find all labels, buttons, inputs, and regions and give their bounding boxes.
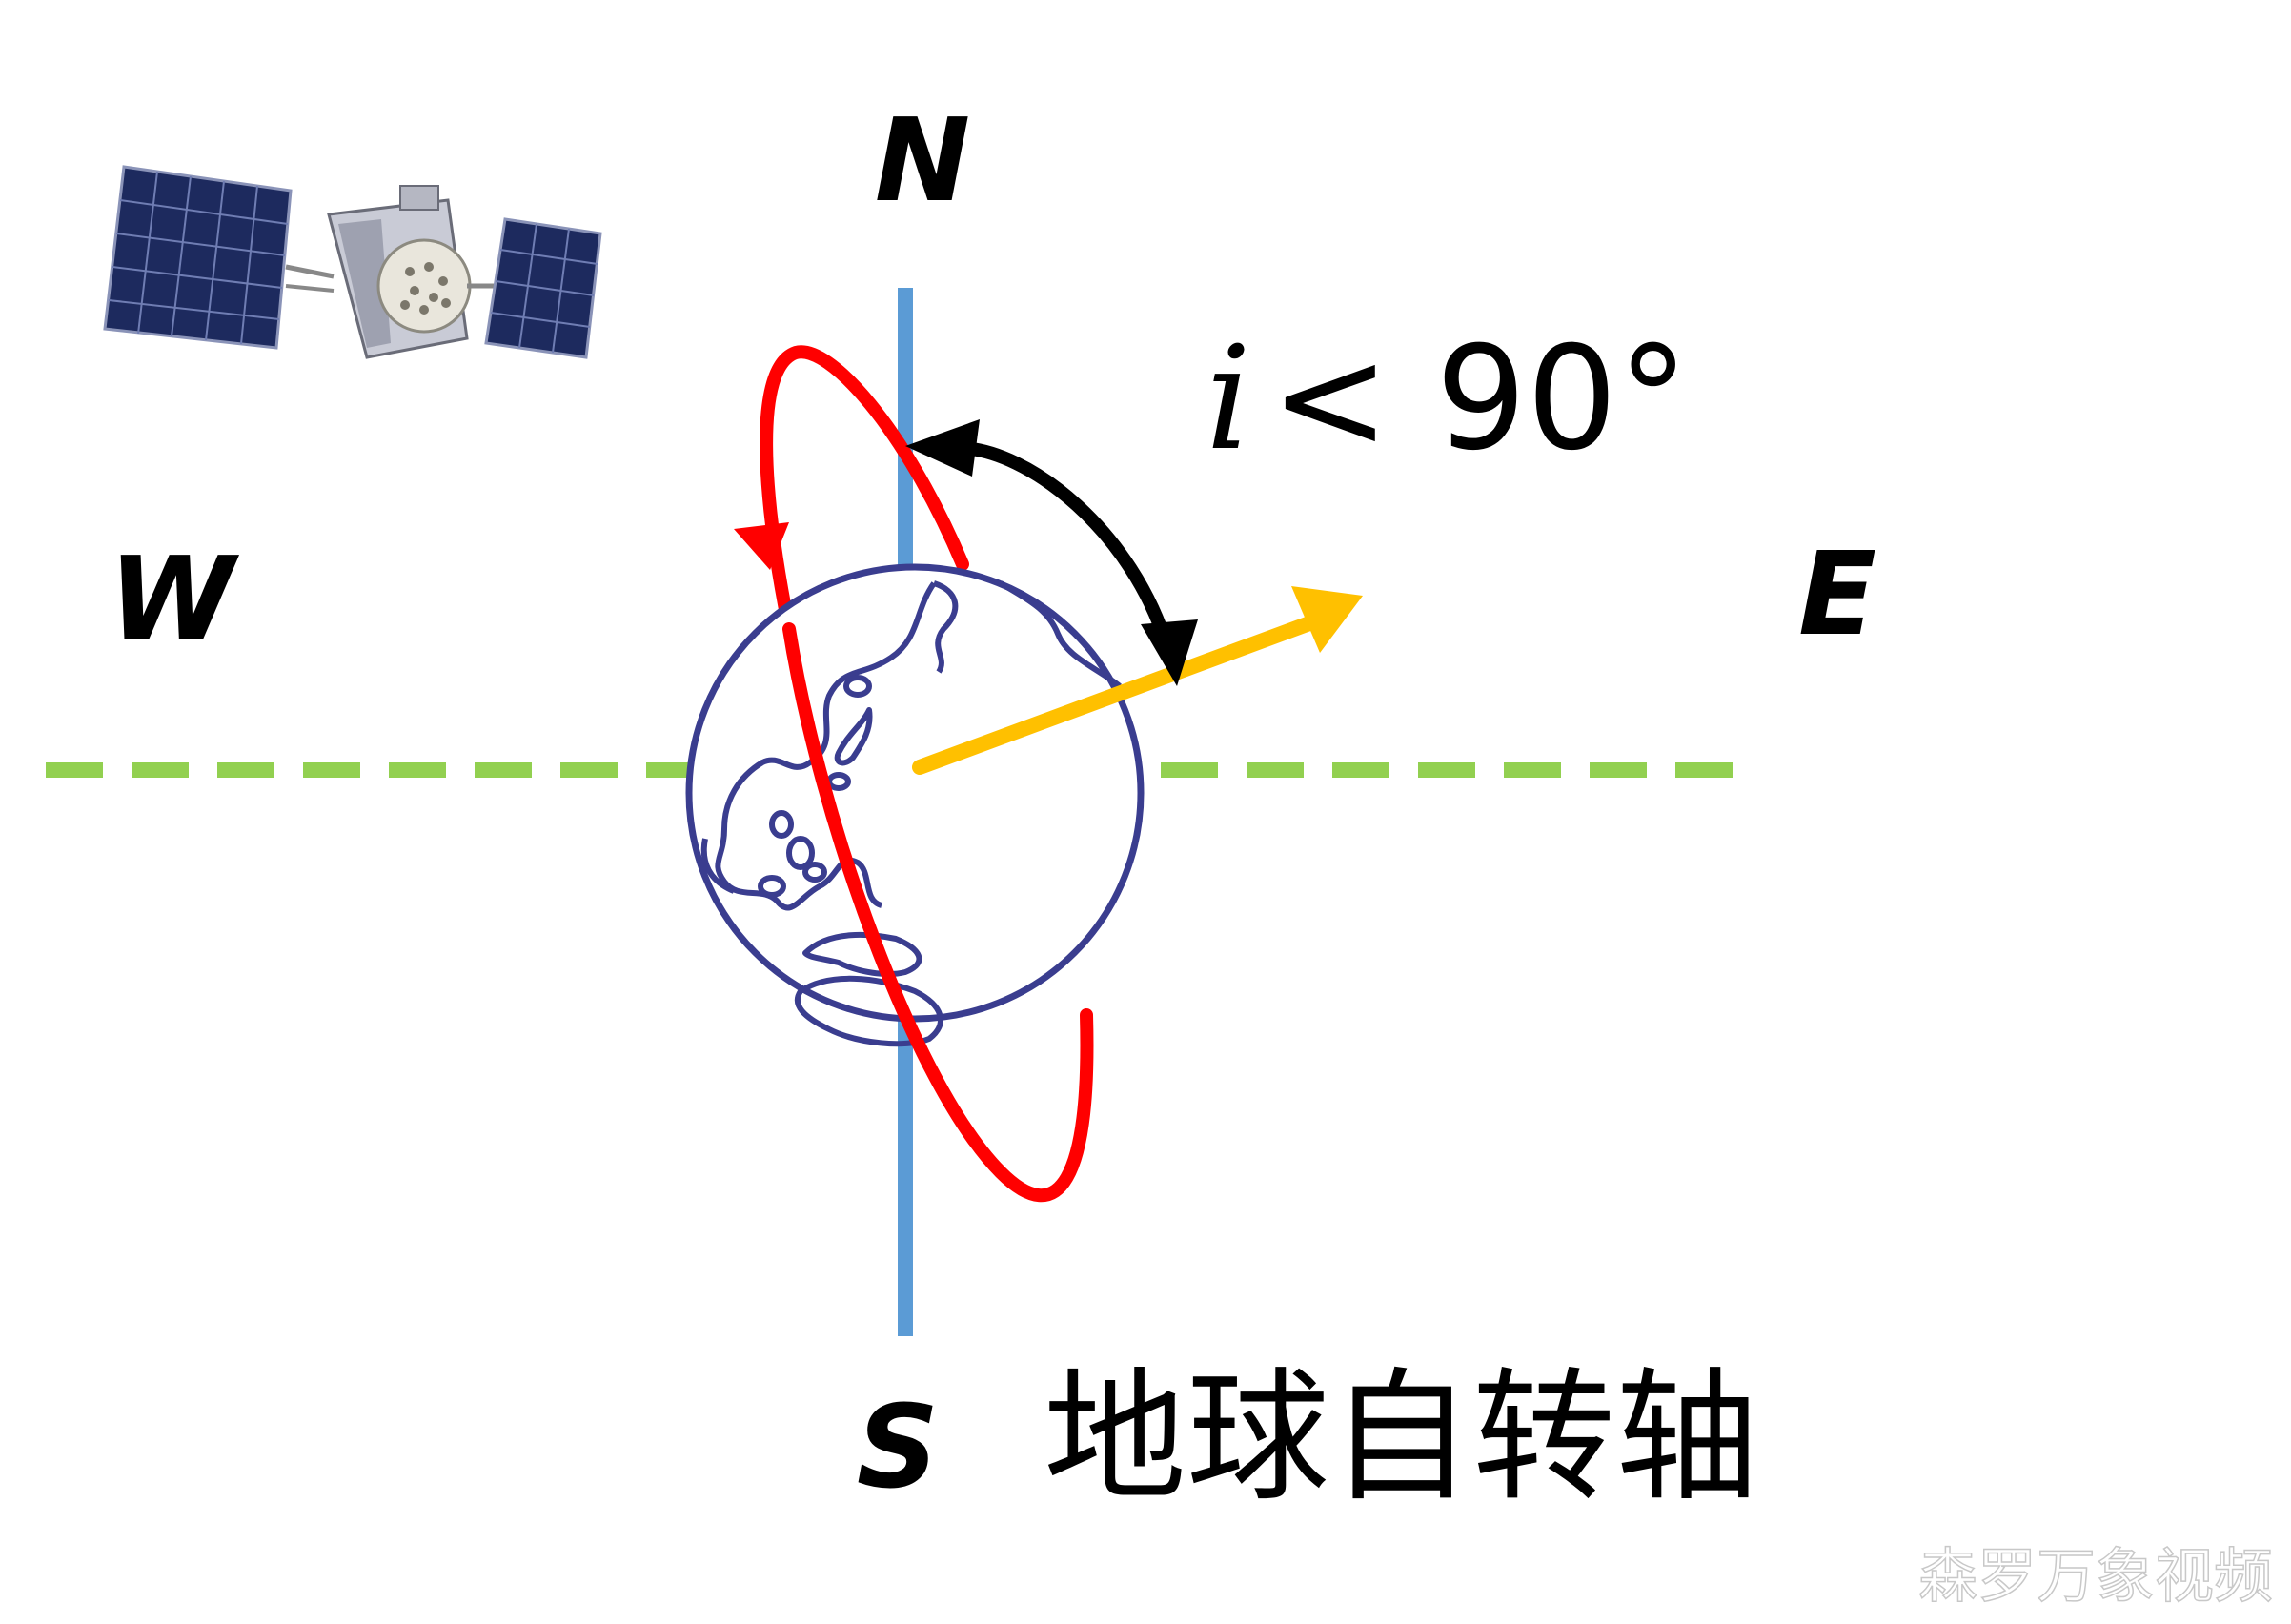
orbit-direction-arrowhead — [734, 522, 789, 570]
inclination-label: i< 90° — [1206, 316, 1689, 482]
satellite-icon — [103, 165, 602, 359]
orbit-front-segment — [782, 622, 1094, 1203]
west-label: W — [109, 534, 240, 666]
north-label: N — [875, 95, 970, 228]
south-label: S — [857, 1382, 939, 1514]
inclination-relation: < 90° — [1270, 316, 1689, 482]
east-label: E — [1798, 529, 1876, 661]
orbit-back-segment — [760, 345, 969, 636]
globe-icon — [685, 563, 1145, 1047]
axis-caption: 地球自转轴 — [1044, 1355, 1758, 1521]
orbit-normal-arrow — [912, 586, 1363, 775]
watermark: 森罗万象视频 — [1918, 1541, 2273, 1611]
inclination-variable: i — [1206, 316, 1251, 482]
inclination-angle-arc — [905, 419, 1198, 686]
